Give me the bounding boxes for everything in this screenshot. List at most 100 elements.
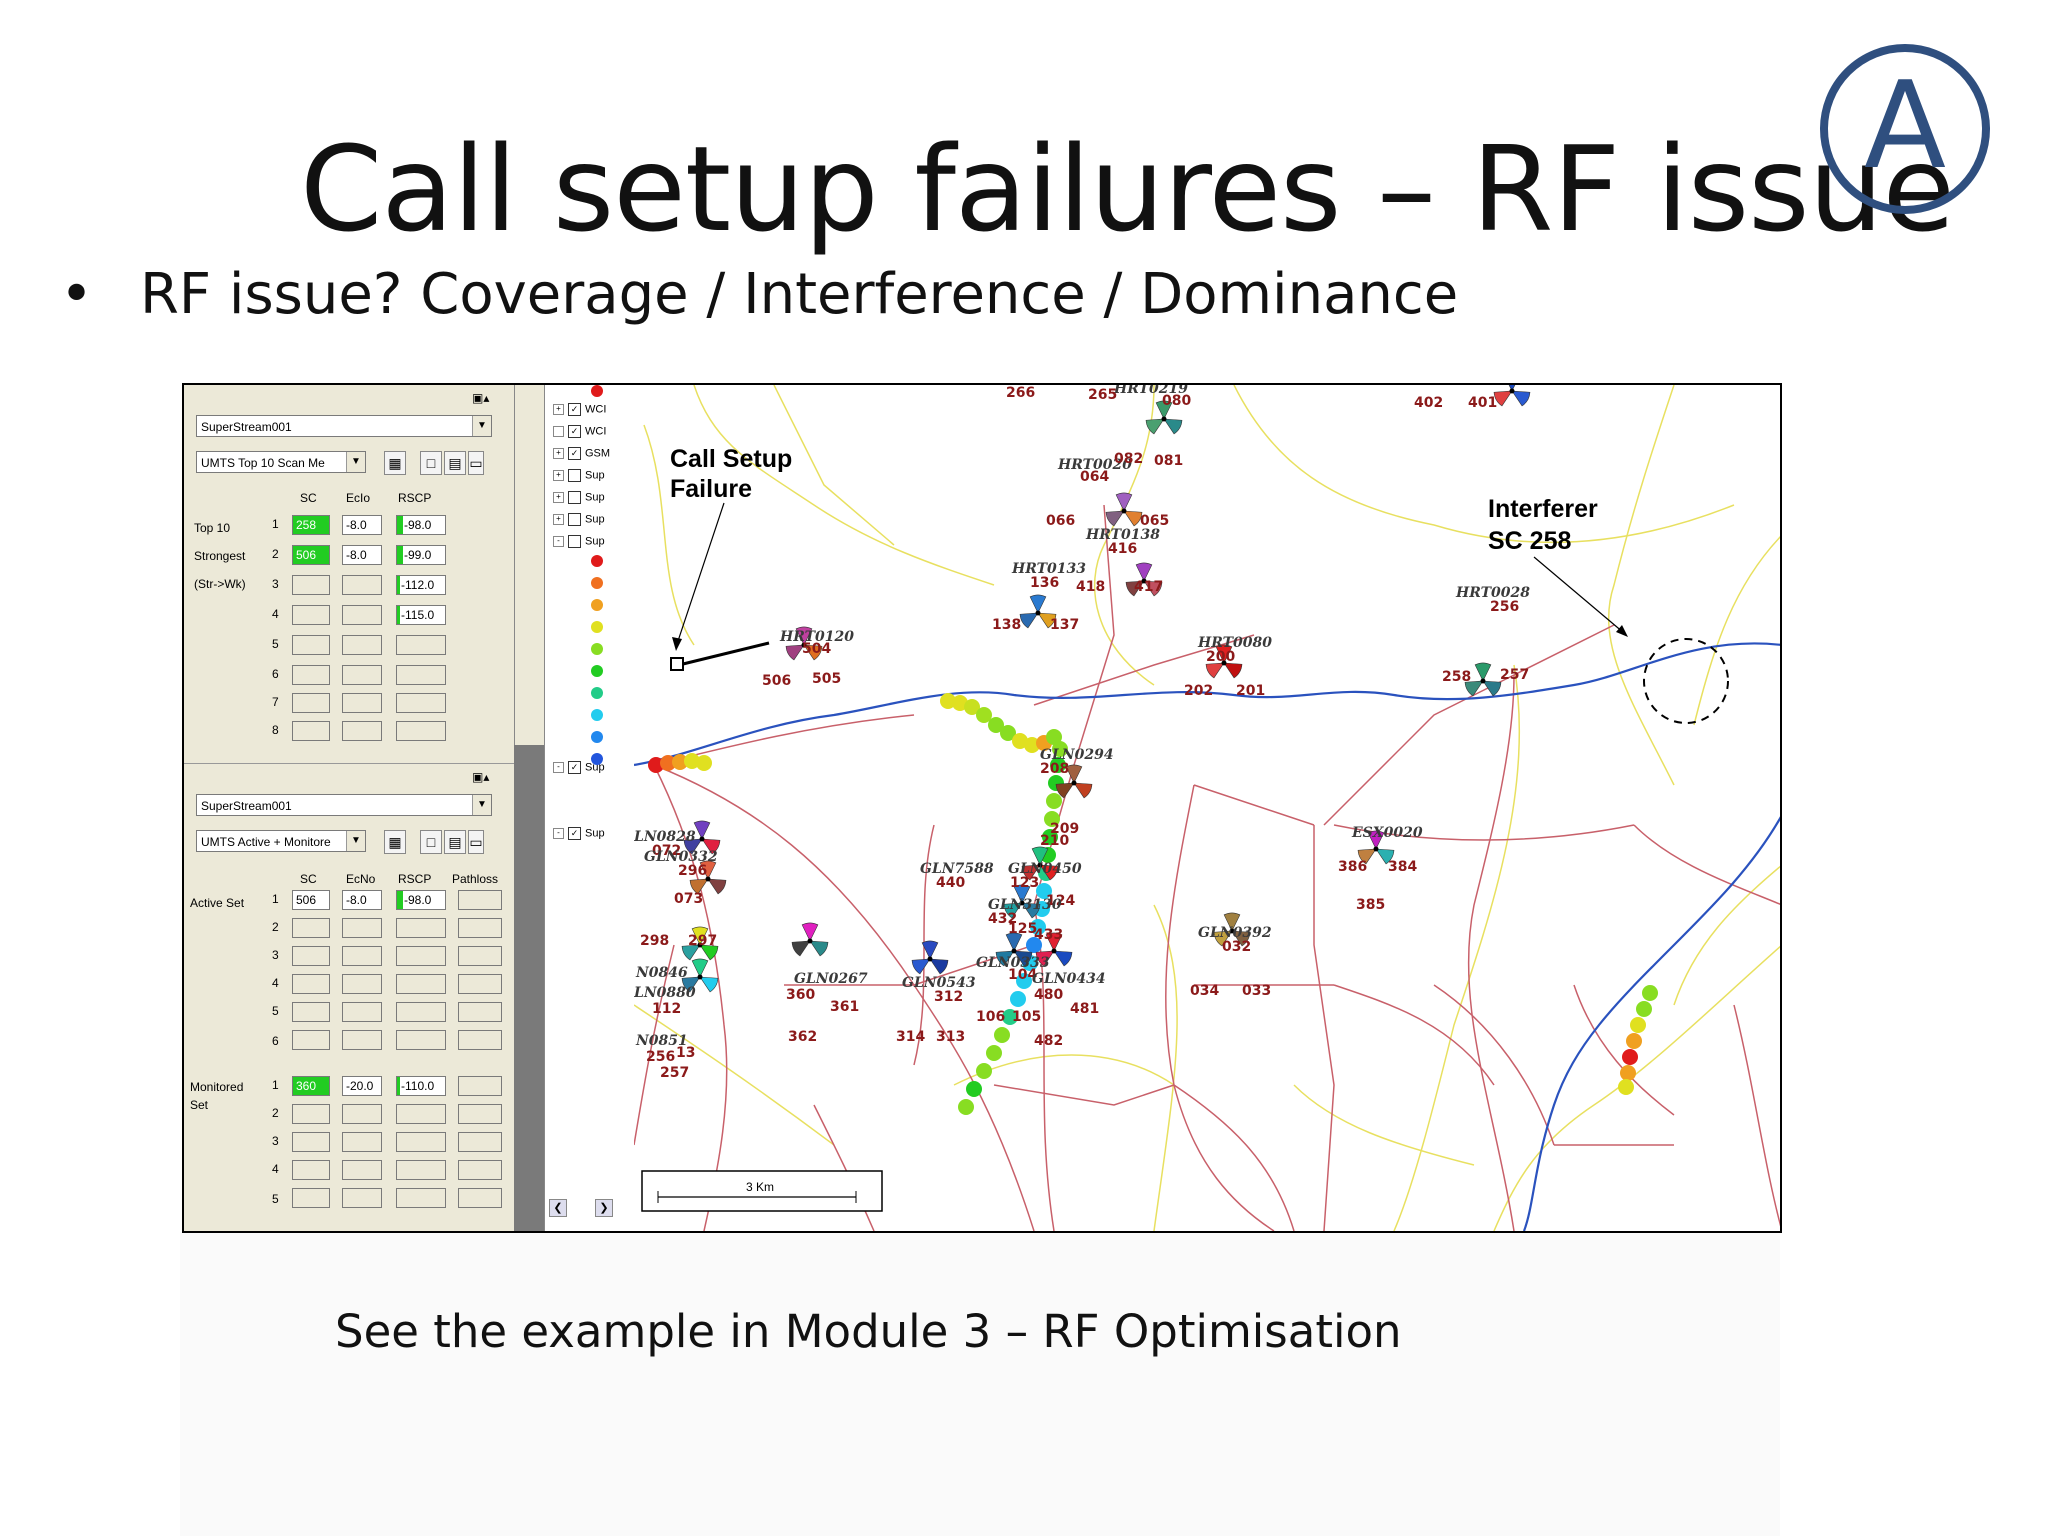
new-document-icon[interactable]: □ <box>420 451 442 475</box>
sector-code-label: 13 <box>676 1045 695 1061</box>
cell-site-icon[interactable] <box>689 860 727 895</box>
empty-cell <box>292 721 330 741</box>
column-settings-icon[interactable]: ▦ <box>384 451 406 475</box>
row-label-order: (Str->Wk) <box>194 577 246 591</box>
empty-cell <box>342 1002 382 1022</box>
empty-cell <box>292 946 330 966</box>
cell-site-icon[interactable] <box>1003 884 1041 919</box>
tree-item[interactable]: -✓Sup <box>553 761 605 774</box>
cell-site-icon[interactable] <box>1357 830 1395 865</box>
cell-site-icon[interactable] <box>1145 400 1183 435</box>
sector-wedge <box>689 878 709 895</box>
active-mode-select[interactable]: UMTS Active + Monitore▼ <box>196 830 366 852</box>
cell-site-icon[interactable] <box>791 922 829 957</box>
sector-code-label: 313 <box>936 1029 965 1045</box>
chevron-down-icon: ▼ <box>472 416 491 436</box>
cell-site-icon[interactable] <box>995 932 1033 967</box>
stream-select[interactable]: SuperStream001▼ <box>196 794 492 816</box>
cell-site-icon[interactable] <box>785 626 823 661</box>
cell-site-icon[interactable] <box>1035 932 1073 967</box>
folder-icon[interactable]: ▭ <box>468 830 484 854</box>
tree-item[interactable]: +Sup <box>553 491 605 504</box>
site-center <box>705 876 711 882</box>
drive-test-sample <box>1030 919 1046 935</box>
row-number: 5 <box>272 1004 279 1018</box>
sc-cell: 506 <box>292 890 330 910</box>
sector-code-label: 200 <box>1206 649 1235 665</box>
tree-item[interactable]: -✓Sup <box>553 827 605 840</box>
scroll-right-icon[interactable]: ❯ <box>595 1199 613 1217</box>
rscp-cell: -98.0 <box>396 890 446 910</box>
row-number: 2 <box>272 547 279 561</box>
column-settings-icon[interactable]: ▦ <box>384 830 406 854</box>
tree-item[interactable]: +Sup <box>553 513 605 526</box>
drive-test-sample <box>1024 737 1040 753</box>
site-center <box>1121 508 1127 514</box>
site-name-label: HRT0020 <box>1057 457 1132 473</box>
sector-wedge <box>795 626 813 646</box>
site-center <box>1509 388 1515 394</box>
site-name-label: N0846 <box>635 965 688 981</box>
cell-site-icon[interactable] <box>683 820 721 855</box>
sector-wedge <box>791 940 811 957</box>
sector-wedge <box>803 644 823 661</box>
cell-site-icon[interactable] <box>1464 662 1502 697</box>
site-center <box>699 836 705 842</box>
sector-code-label: 034 <box>1190 983 1219 999</box>
drive-test-sample <box>1010 991 1026 1007</box>
tree-item[interactable]: -Sup <box>553 535 605 548</box>
monitored-label-2: Set <box>190 1098 209 1112</box>
tree-item[interactable]: +Sup <box>553 469 605 482</box>
rscp-cell: -99.0 <box>396 545 446 565</box>
interferer-arrow <box>1533 556 1625 634</box>
cell-site-icon[interactable] <box>1213 912 1251 947</box>
sector-wedge <box>1367 830 1385 850</box>
cell-site-icon[interactable] <box>1125 562 1163 597</box>
sector-wedge <box>1065 764 1083 784</box>
row-number: 1 <box>272 1078 279 1092</box>
tree-item[interactable]: +✓WCI <box>553 403 606 416</box>
drive-test-sample <box>976 707 992 723</box>
cell-site-icon[interactable] <box>1493 385 1531 407</box>
scroll-left-icon[interactable]: ❮ <box>549 1199 567 1217</box>
site-name-label: HRT0133 <box>1011 561 1086 577</box>
clipboard-icon[interactable]: ▤ <box>444 830 466 854</box>
site-name-label: HRT0120 <box>779 629 854 645</box>
sector-wedge <box>1003 902 1023 919</box>
empty-cell <box>292 918 330 938</box>
row-label-top10: Top 10 <box>194 521 231 535</box>
cell-site-icon[interactable] <box>681 958 719 993</box>
drive-test-sample <box>994 1027 1010 1043</box>
panel-splitter[interactable] <box>514 385 545 745</box>
window-pin-icon[interactable]: ▣▴ <box>472 770 490 784</box>
tree-item[interactable]: ✓WCI <box>553 425 606 438</box>
drive-test-sample <box>1618 1079 1634 1095</box>
cell-site-icon[interactable] <box>1021 846 1059 881</box>
cell-site-icon[interactable] <box>681 926 719 961</box>
empty-cell <box>396 946 446 966</box>
interferer-label-1: Interferer <box>1488 495 1598 523</box>
cell-site-icon[interactable] <box>911 940 949 975</box>
drive-test-sample <box>1016 973 1032 989</box>
cell-site-icon[interactable] <box>1019 594 1057 629</box>
site-center <box>697 974 703 980</box>
active-set-label: Active Set <box>190 896 245 910</box>
drive-test-sample <box>988 717 1004 733</box>
ecio-cell <box>342 575 382 595</box>
clipboard-icon[interactable]: ▤ <box>444 451 466 475</box>
folder-icon[interactable]: ▭ <box>468 451 484 475</box>
stream-select[interactable]: SuperStream001▼ <box>196 415 492 437</box>
cell-site-icon[interactable] <box>1105 492 1143 527</box>
sector-code-label: 210 <box>1040 833 1069 849</box>
new-document-icon[interactable]: □ <box>420 830 442 854</box>
sector-wedge <box>1493 390 1513 407</box>
tree-item[interactable]: +✓GSM <box>553 447 610 460</box>
cell-site-icon[interactable] <box>1055 764 1093 799</box>
empty-cell <box>342 1160 382 1180</box>
window-pin-icon[interactable]: ▣▴ <box>472 391 490 405</box>
site-name-label: GLN0392 <box>1198 925 1272 941</box>
scan-mode-select[interactable]: UMTS Top 10 Scan Me▼ <box>196 451 366 473</box>
col-rscp: RSCP <box>398 491 432 505</box>
cell-site-icon[interactable] <box>1205 644 1243 679</box>
